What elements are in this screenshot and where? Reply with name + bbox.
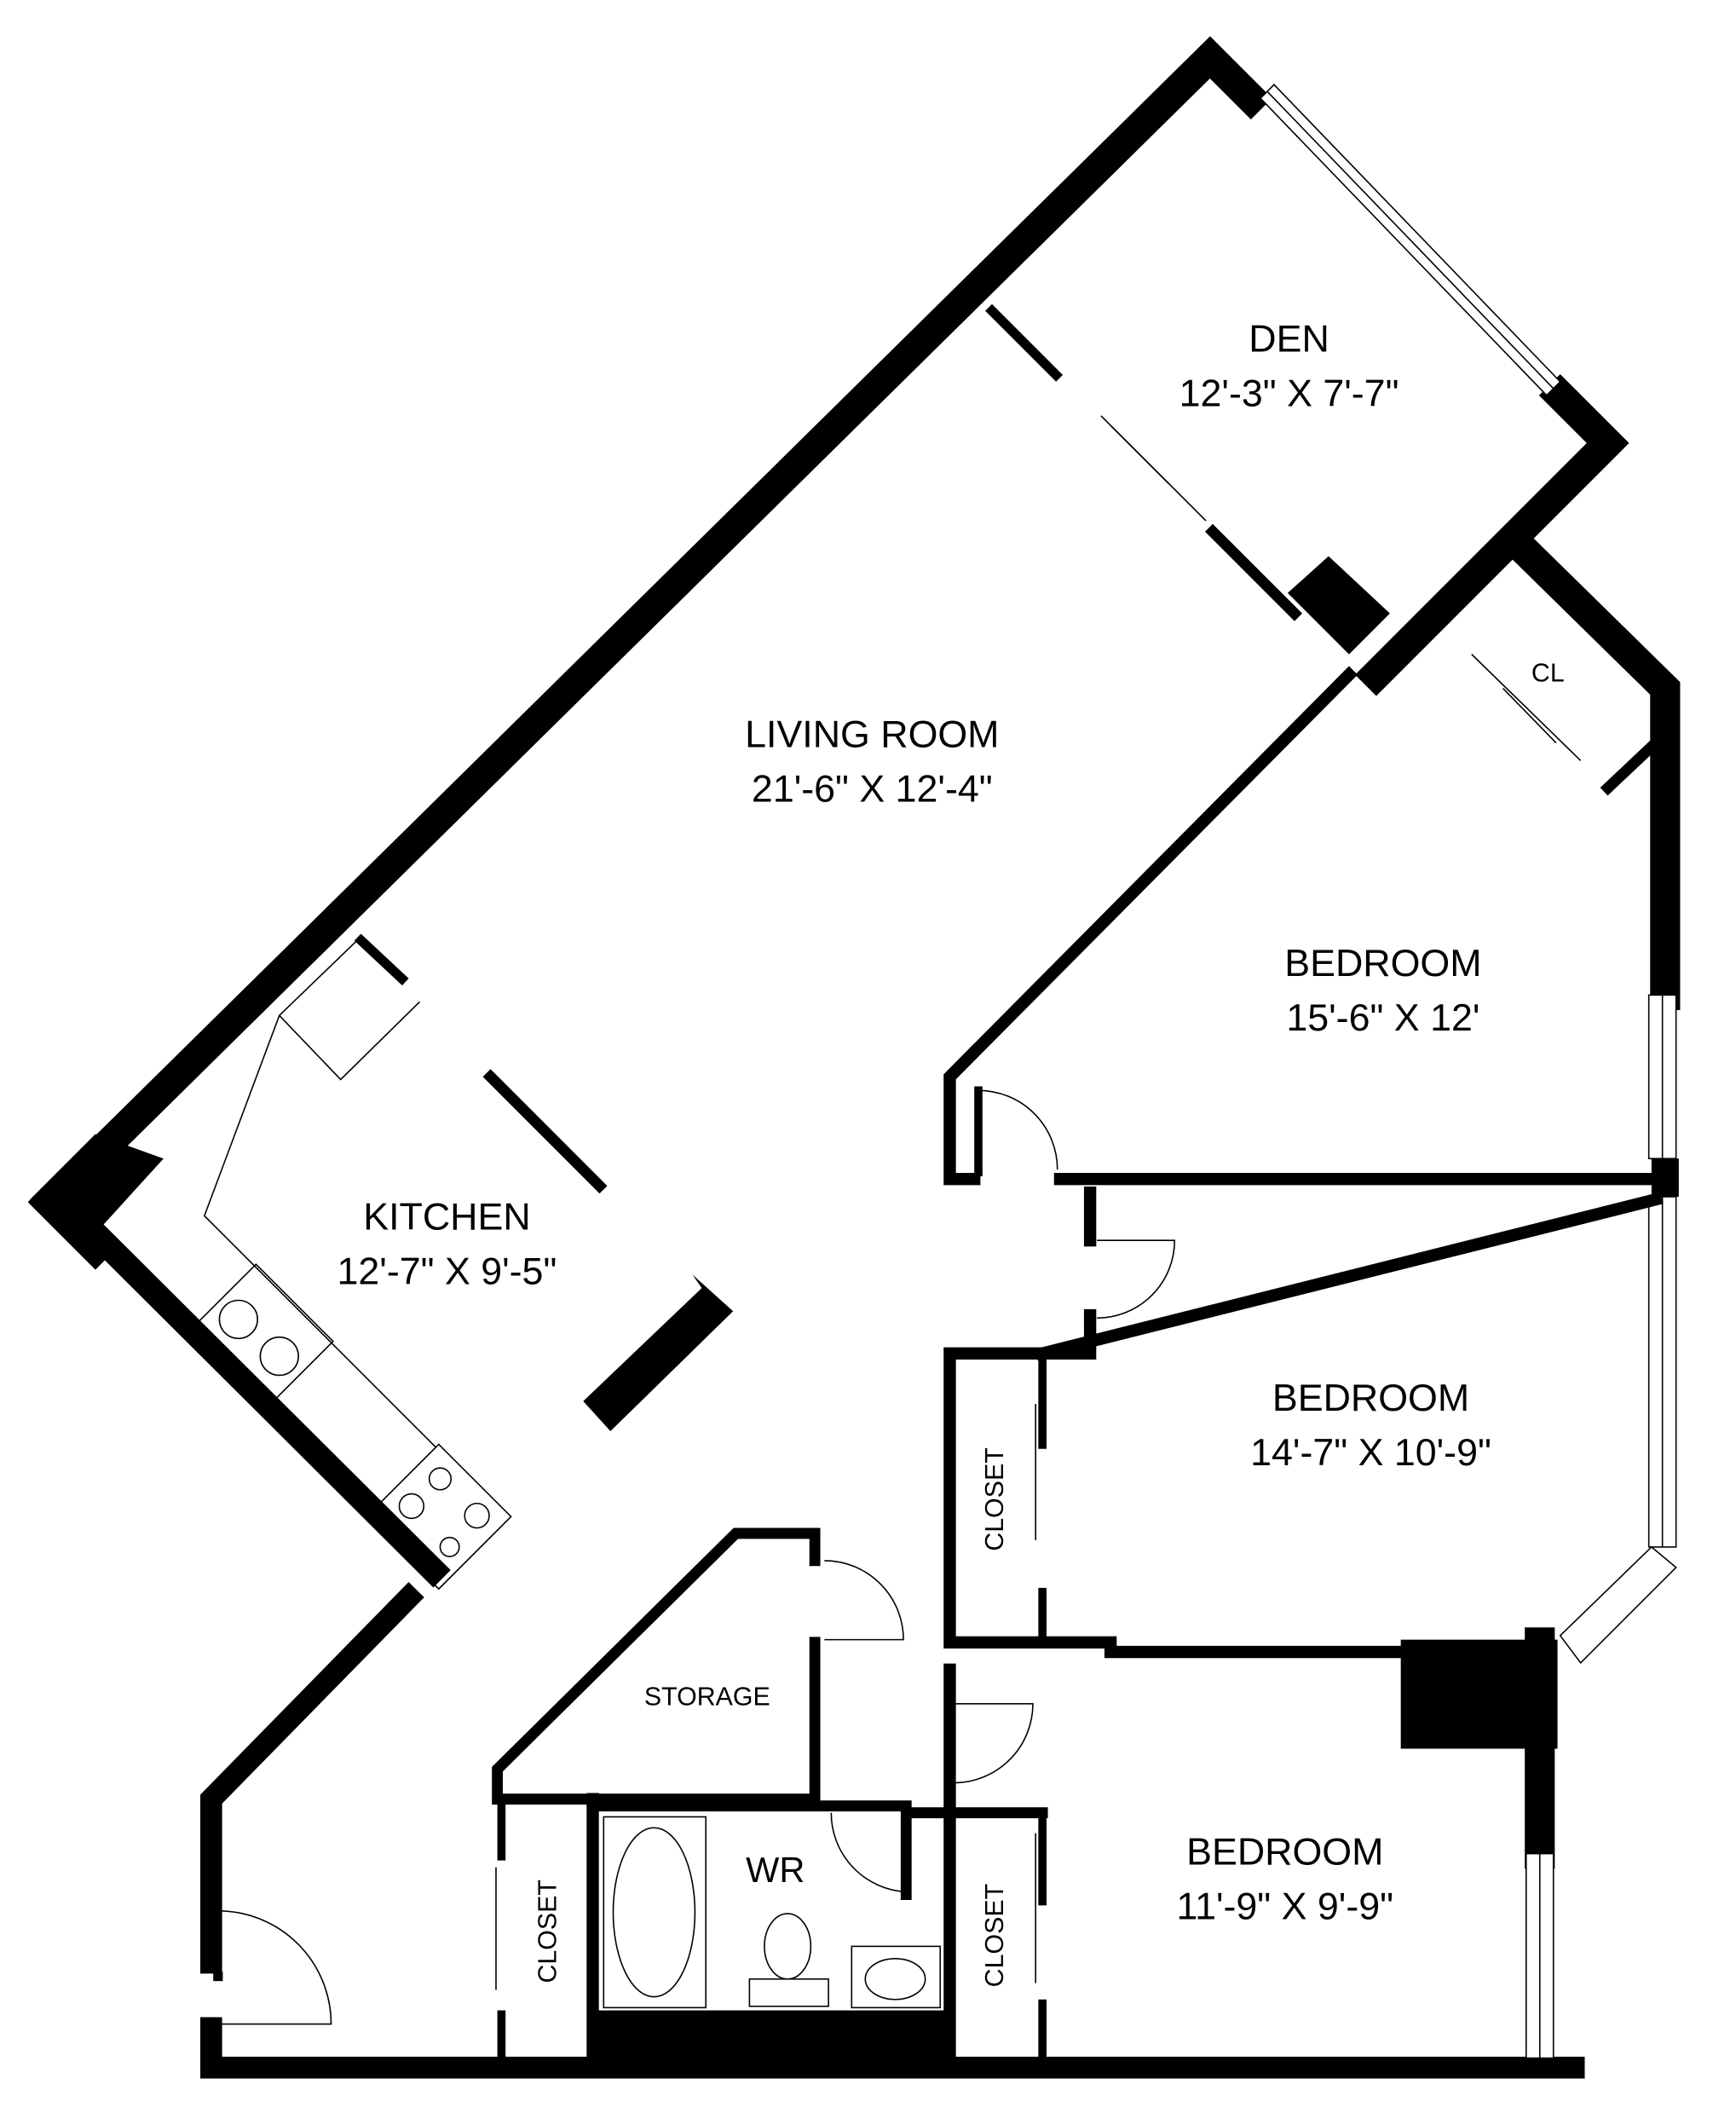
bedroom-2-label: BEDROOM <box>1272 1377 1469 1419</box>
sink-icon <box>218 1299 258 1340</box>
stove-icon <box>365 1443 512 1591</box>
wr-label: WR <box>746 1850 805 1890</box>
windows <box>1259 84 1677 2059</box>
bedroom-1-size: 15'-6" X 12' <box>1286 996 1479 1039</box>
kitchen-label: KITCHEN <box>363 1195 530 1238</box>
room-labels: DEN 12'-3" X 7'-7" LIVING ROOM 21'-6" X … <box>337 318 1565 1988</box>
entry-door[interactable] <box>217 1910 332 2025</box>
bathroom-fixtures <box>603 1816 942 2009</box>
den-size: 12'-3" X 7'-7" <box>1179 372 1399 415</box>
living-room-size: 21'-6" X 12'-4" <box>752 767 993 810</box>
storage-label: STORAGE <box>644 1683 770 1711</box>
bedroom-2-size: 14'-7" X 10'-9" <box>1250 1431 1491 1474</box>
toilet-icon <box>764 1913 812 1980</box>
exterior-walls <box>27 36 1681 2079</box>
den-label: DEN <box>1249 318 1329 361</box>
kitchen-fixtures <box>182 939 512 1591</box>
closet-label: CLOSET <box>533 1880 562 1983</box>
interior-walls <box>213 303 1664 2076</box>
bathtub-icon <box>603 1816 707 2009</box>
closet-label: CLOSET <box>981 1447 1009 1550</box>
sink-icon <box>851 1945 942 2009</box>
closet-label: CLOSET <box>981 1884 1009 1987</box>
living-room-label: LIVING ROOM <box>745 713 999 755</box>
bedroom-3-label: BEDROOM <box>1186 1830 1383 1873</box>
kitchen-size: 12'-7" X 9'-5" <box>337 1250 557 1292</box>
bedroom-3-size: 11'-9" X 9'-9" <box>1177 1885 1394 1927</box>
cl-label: CL <box>1531 660 1565 688</box>
bedroom-1-label: BEDROOM <box>1284 942 1481 985</box>
